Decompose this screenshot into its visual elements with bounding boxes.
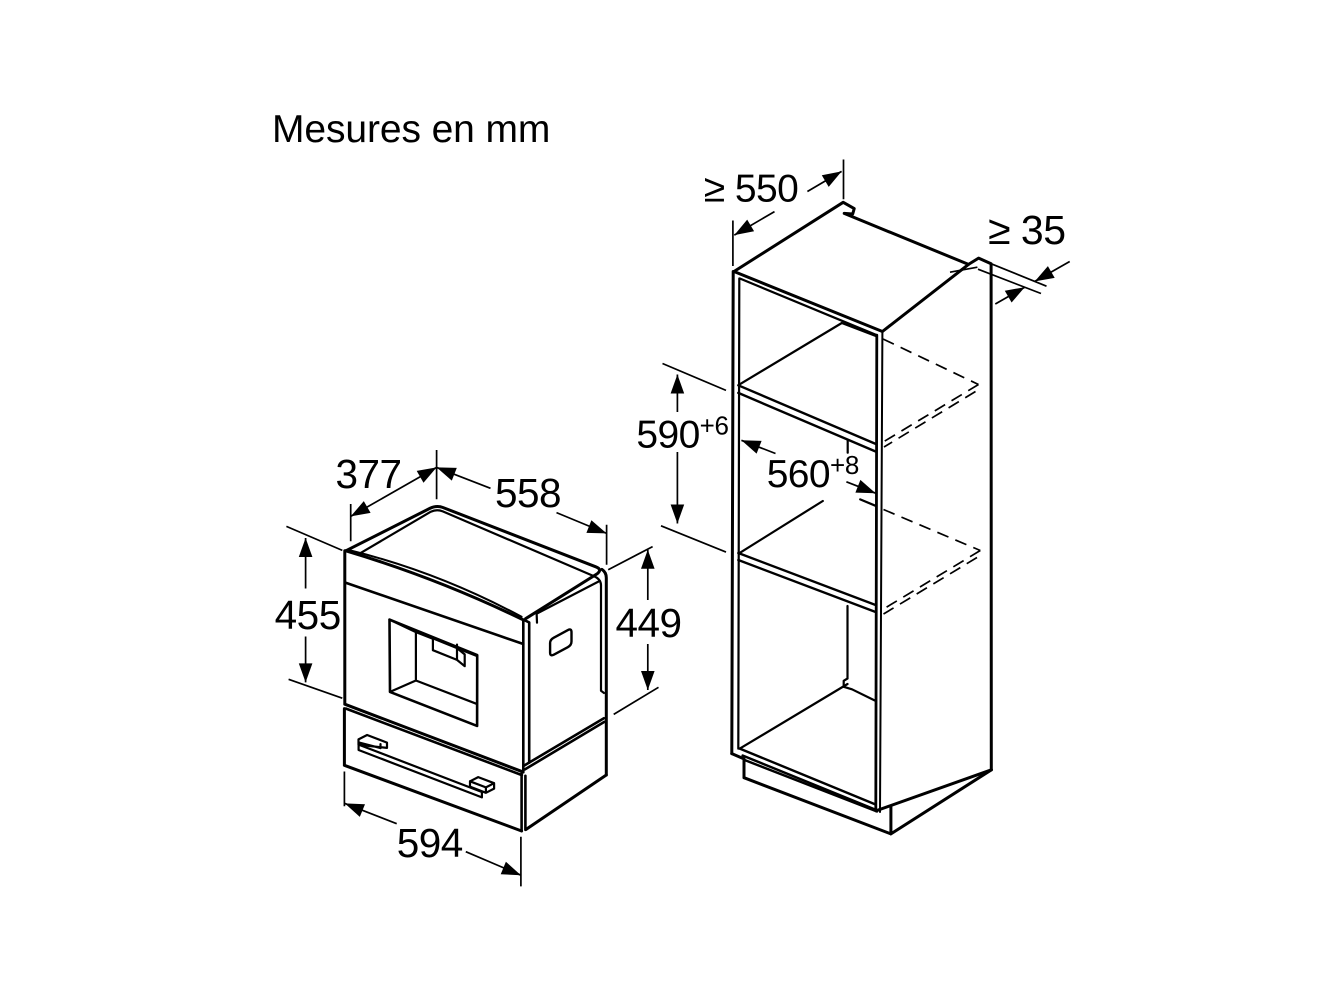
svg-text:≥ 35: ≥ 35 bbox=[988, 207, 1066, 253]
svg-text:455: 455 bbox=[275, 592, 341, 638]
svg-text:449: 449 bbox=[615, 600, 681, 646]
svg-text:≥ 550: ≥ 550 bbox=[704, 168, 798, 211]
svg-text:590+6: 590+6 bbox=[636, 410, 728, 456]
svg-text:Mesures en mm: Mesures en mm bbox=[272, 108, 550, 151]
svg-text:558: 558 bbox=[495, 470, 561, 516]
svg-text:594: 594 bbox=[397, 820, 463, 866]
svg-text:377: 377 bbox=[335, 451, 401, 497]
